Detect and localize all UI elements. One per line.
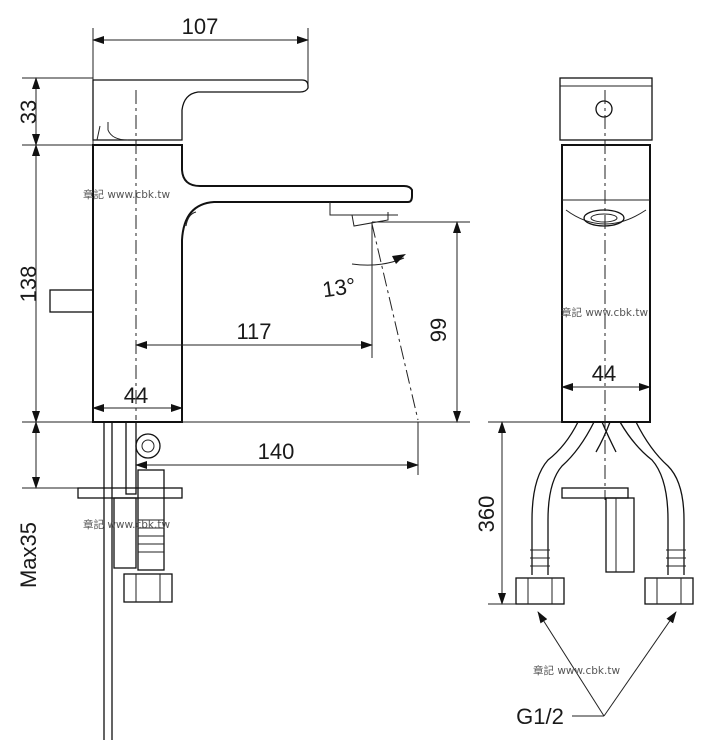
- dim-spout-reach: 117: [236, 319, 271, 344]
- side-handle-screw: [595, 100, 613, 118]
- dim-base-width-side: 44: [592, 361, 616, 386]
- faucet-body: [92, 144, 413, 423]
- dim-body-height: 138: [16, 266, 41, 303]
- dim-angle: 13°: [321, 273, 357, 302]
- popup-rod: [49, 289, 94, 313]
- dim-handle-height: 33: [16, 100, 41, 124]
- dim-hose-length: 360: [474, 496, 499, 533]
- side-view: 44 360: [474, 77, 694, 729]
- dim-max-deck: Max35: [16, 522, 41, 588]
- front-underside: [77, 421, 183, 740]
- watermark-2: 章記 www.cbk.tw: [83, 518, 170, 531]
- handle-lever: [92, 79, 309, 141]
- dim-outlet-height: 99: [426, 318, 451, 342]
- dim-width-top: 107: [182, 14, 219, 39]
- watermark-3: 章記 www.cbk.tw: [561, 306, 648, 319]
- aerator: [583, 209, 625, 227]
- dim-base-width-front: 44: [124, 383, 148, 408]
- dim-overall-reach: 140: [258, 439, 295, 464]
- dim-connection: G1/2: [516, 704, 564, 729]
- front-view: 107 33 138 Max35 117 13° 99 44 140: [16, 14, 470, 740]
- side-body: [561, 144, 651, 423]
- watermark-4: 章記 www.cbk.tw: [533, 664, 620, 677]
- side-connectors: [515, 549, 694, 605]
- watermark-1: 章記 www.cbk.tw: [83, 188, 170, 201]
- side-handle: [559, 77, 653, 141]
